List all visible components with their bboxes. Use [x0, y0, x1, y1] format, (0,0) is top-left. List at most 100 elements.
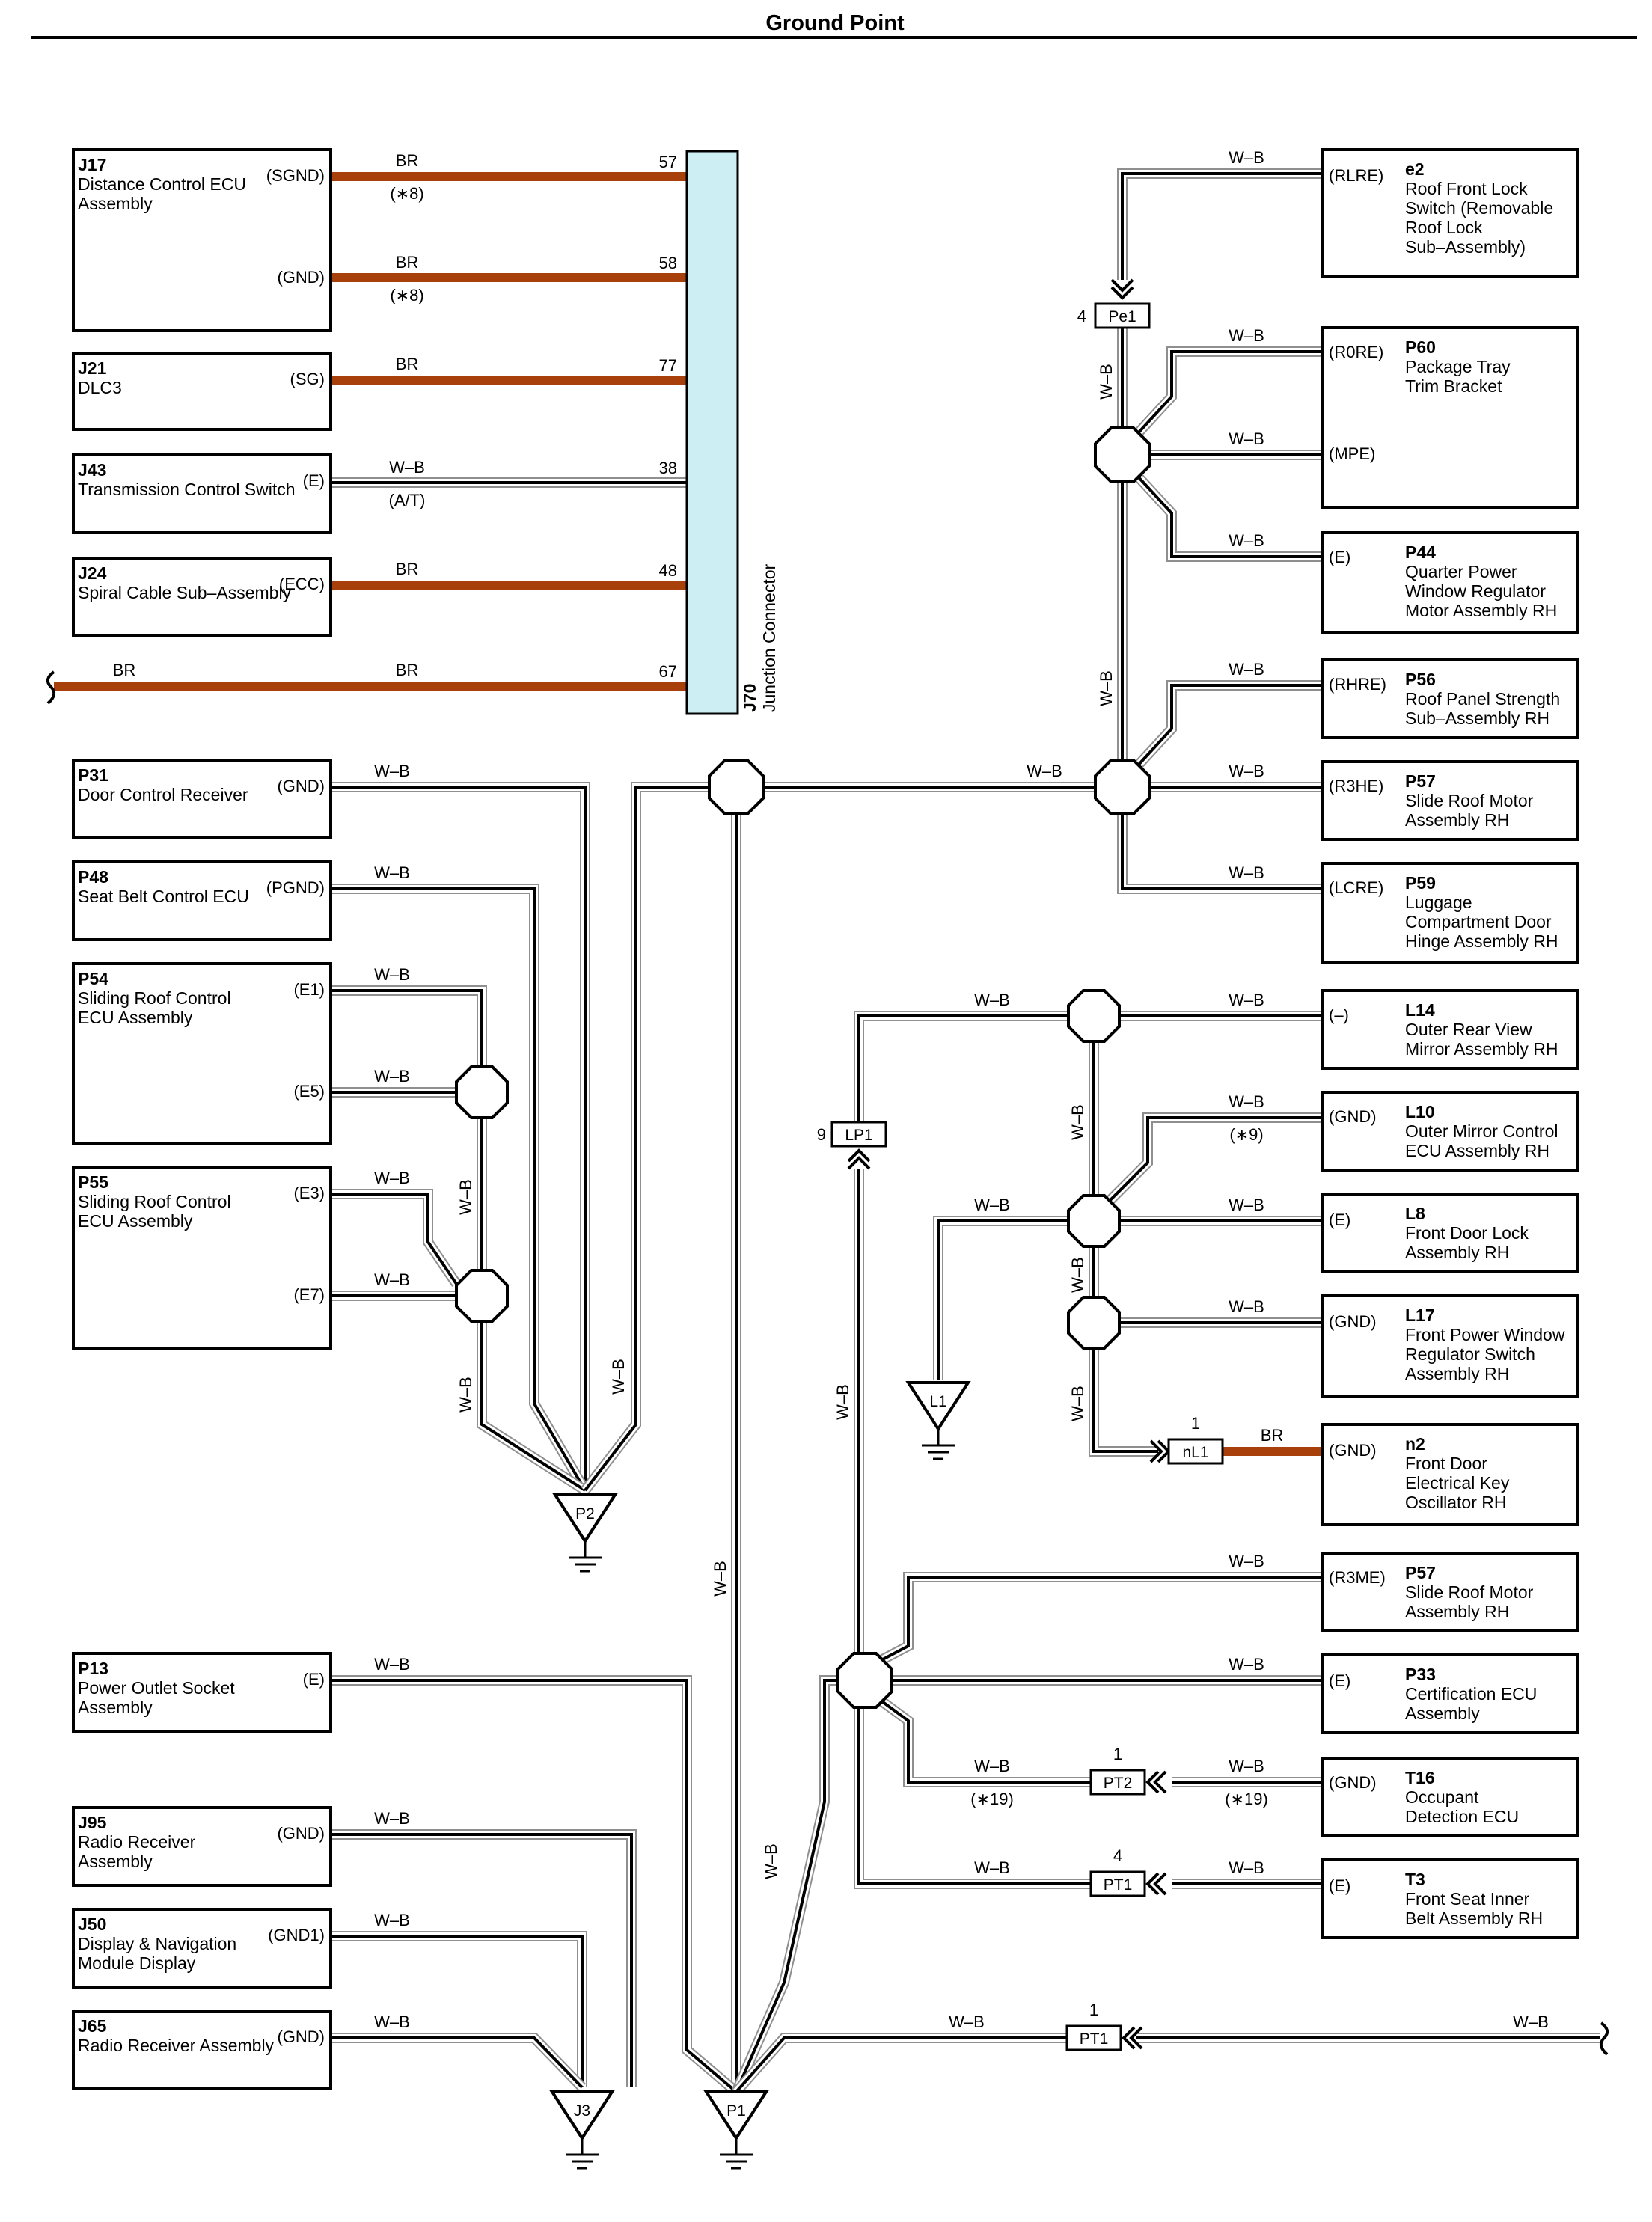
component-name: Assembly RH — [1405, 810, 1509, 830]
component-name: Mirror Assembly RH — [1405, 1039, 1558, 1059]
inline-connector-nl1 — [1167, 1438, 1224, 1465]
component-name: Roof Front Lock — [1405, 179, 1528, 198]
splice-right-bottom — [836, 1652, 893, 1709]
component-p33 — [1321, 1653, 1579, 1734]
wire-p60-rore — [1133, 346, 1321, 438]
inline-connector-pin: 1 — [1089, 2001, 1098, 2019]
wire-color-label: BR — [396, 560, 419, 578]
wire-p54-e1 — [332, 985, 487, 1092]
svg-text:L1: L1 — [929, 1393, 946, 1410]
component-name: Front Seat Inner — [1405, 1889, 1530, 1909]
component-name: Assembly RH — [1405, 1602, 1509, 1621]
component-code: P33 — [1405, 1665, 1436, 1684]
ground-point-l1: L1 — [905, 1381, 971, 1460]
splice-p54 — [455, 1065, 509, 1119]
wire-break-symbol — [1599, 2021, 1609, 2056]
splice-l14 — [1067, 989, 1121, 1043]
component-code: P59 — [1405, 873, 1436, 893]
component-code: J65 — [78, 2016, 107, 2036]
wire-color-label: W–B — [1229, 531, 1264, 550]
wire-note: (∗9) — [1229, 1125, 1263, 1144]
wire-p2-main — [581, 782, 736, 1494]
connector-chevron — [1153, 1770, 1167, 1794]
component-j21 — [72, 352, 332, 431]
pin-label: (SGND) — [266, 166, 325, 185]
wire-color-label: W–B — [1229, 991, 1264, 1009]
component-name: Assembly — [78, 1698, 153, 1717]
splice-p-group-main — [1094, 759, 1151, 815]
splice-p-group-top — [1094, 426, 1151, 483]
component-name: Sliding Roof Control — [78, 988, 231, 1008]
component-code: L17 — [1405, 1306, 1435, 1325]
junction-pin-number: 77 — [659, 356, 677, 375]
page-title: Ground Point — [765, 11, 905, 35]
component-name: Oscillator RH — [1405, 1493, 1506, 1512]
component-name: Regulator Switch — [1405, 1344, 1535, 1364]
component-code: P13 — [78, 1659, 108, 1678]
connector-chevron — [847, 1148, 871, 1163]
wire-break-symbol — [46, 670, 56, 705]
pin-label: (GND1) — [268, 1926, 325, 1944]
wire-color-label: W–B — [1513, 2013, 1549, 2031]
wire-color-label: W–B — [1229, 429, 1264, 448]
component-name: Roof Panel Strength — [1405, 689, 1560, 708]
pin-label: (GND) — [1329, 1773, 1377, 1792]
connector-chevron — [1149, 1439, 1163, 1463]
component-name: Electrical Key — [1405, 1473, 1510, 1493]
component-code: P57 — [1405, 1563, 1436, 1582]
inline-connector-code: PT2 — [1104, 1775, 1133, 1792]
component-name: Slide Roof Motor — [1405, 791, 1534, 810]
component-name: Roof Lock — [1405, 218, 1483, 237]
label-layer: 575877384867BR(∗8)BR(∗8)BRW–B(A/T)BRBRBR… — [72, 148, 1579, 2170]
component-name: Luggage — [1405, 893, 1472, 912]
pin-label: (GND) — [277, 1824, 325, 1843]
component-name: Distance Control ECU — [78, 174, 246, 194]
junction-pin-number: 38 — [659, 459, 677, 477]
wire-color-label: W–B — [974, 991, 1010, 1009]
pin-label: (ECC) — [279, 575, 325, 593]
component-code: P31 — [78, 765, 108, 785]
wire-color-label: W–B — [374, 762, 410, 780]
component-name: Module Display — [78, 1953, 196, 1973]
connector-chevron — [1122, 2026, 1136, 2050]
wire-color-label: BR — [1261, 1426, 1284, 1445]
pin-label: (E3) — [293, 1184, 325, 1202]
pin-label: (R0RE) — [1329, 343, 1383, 361]
pin-label: (PGND) — [266, 878, 325, 897]
component-name: ECU Assembly — [78, 1008, 193, 1027]
component-name: Compartment Door — [1405, 912, 1552, 931]
wire-color-label: W–B — [974, 1196, 1010, 1214]
component-name: Quarter Power — [1405, 562, 1517, 581]
component-name: Transmission Control Switch — [78, 480, 296, 499]
inline-connector-pin: 4 — [1077, 307, 1086, 325]
splice-trunk-left — [708, 759, 765, 815]
component-code: n2 — [1405, 1434, 1425, 1454]
wire-pt2 — [876, 1695, 1118, 1787]
ground-point-p1: P1 — [703, 2090, 769, 2170]
component-code: P60 — [1405, 337, 1436, 357]
wire-p59 — [1117, 787, 1321, 894]
inline-connector-pin: 9 — [817, 1125, 826, 1144]
component-j43 — [72, 453, 332, 534]
component-p48 — [72, 860, 332, 941]
junction-connector-label: J70 Junction Connector — [740, 563, 779, 712]
wire-p31 — [332, 782, 590, 1490]
wire-color-label: W–B — [1229, 1297, 1264, 1316]
component-name: Assembly RH — [1405, 1364, 1509, 1383]
component-name: Front Door — [1405, 1454, 1487, 1473]
junction-pin-number: 67 — [659, 662, 677, 681]
component-name: Door Control Receiver — [78, 785, 248, 804]
inline-connector-pt1-1 — [1065, 2024, 1122, 2051]
wire-color-label: W–B — [949, 2013, 985, 2031]
component-code: J21 — [78, 358, 107, 378]
wire-l10 — [1107, 1112, 1321, 1204]
connector-chevron — [1110, 286, 1134, 300]
wire-j95 — [332, 1829, 637, 2087]
component-name: Assembly RH — [1405, 1243, 1509, 1262]
component-code: P48 — [78, 867, 108, 887]
component-p54 — [72, 962, 332, 1145]
component-name: Motor Assembly RH — [1405, 601, 1557, 620]
svg-text:P2: P2 — [575, 1505, 595, 1522]
component-name: Hinge Assembly RH — [1405, 931, 1558, 951]
component-name: Power Outlet Socket — [78, 1678, 235, 1698]
